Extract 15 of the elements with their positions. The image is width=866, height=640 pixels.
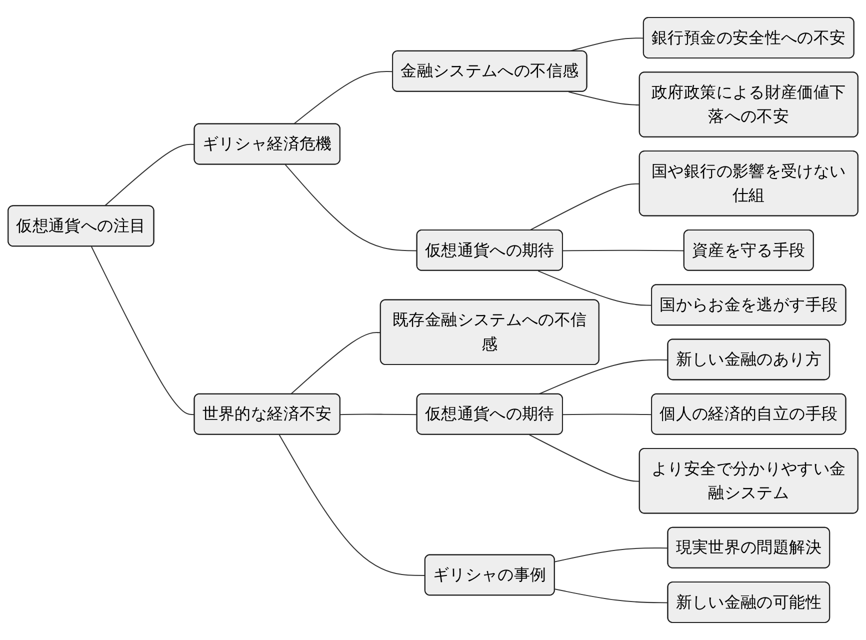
- connector: [529, 434, 640, 482]
- connector: [554, 548, 668, 562]
- connector: [278, 434, 426, 576]
- connector: [340, 414, 418, 416]
- connector: [104, 144, 195, 207]
- connector: [538, 270, 652, 306]
- connector: [568, 91, 640, 106]
- connector: [563, 250, 684, 252]
- connector: [293, 71, 394, 125]
- connector: [563, 414, 652, 416]
- connector: [290, 332, 381, 395]
- connector: [529, 183, 640, 231]
- connector: [284, 164, 418, 252]
- connector: [554, 588, 668, 604]
- connector: [91, 246, 195, 416]
